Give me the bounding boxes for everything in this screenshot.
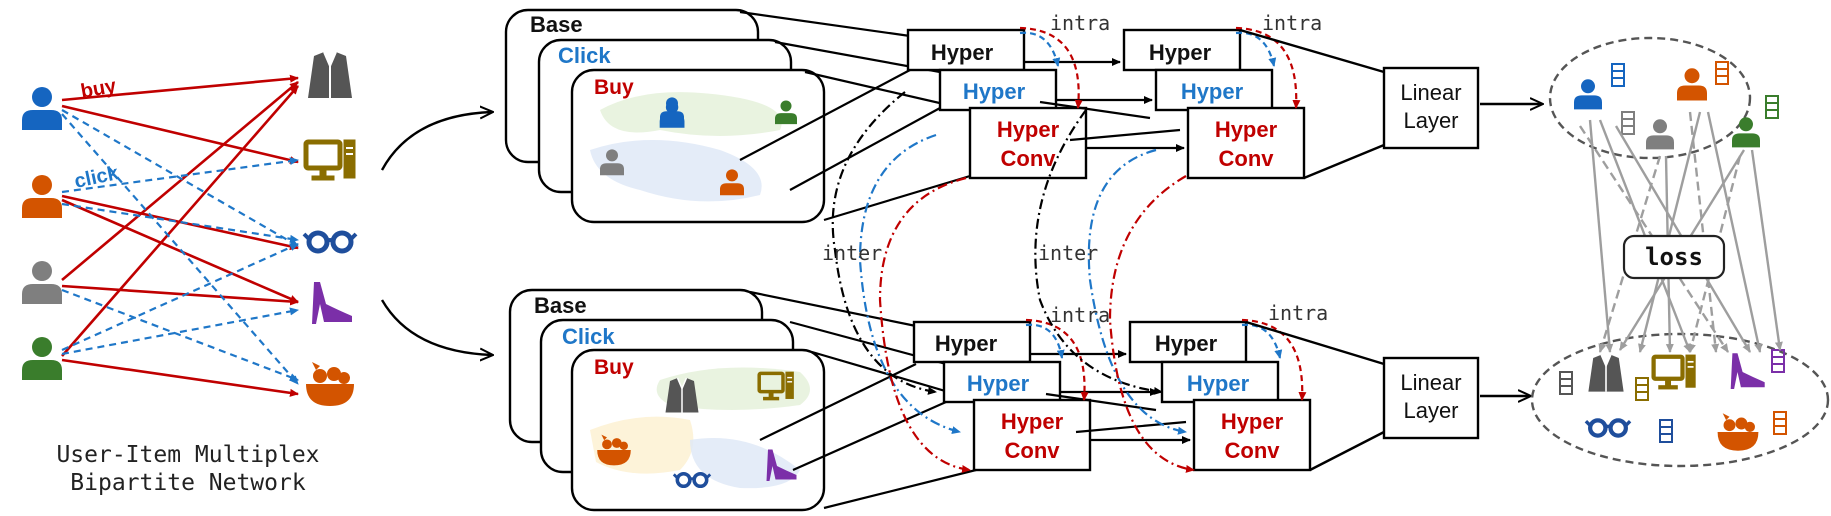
glasses-icon	[304, 233, 356, 251]
top-click-label: Click	[558, 43, 611, 68]
top-intra-label-1: intra	[1050, 11, 1110, 35]
bottom-linear-funnel	[1245, 320, 1385, 472]
bottom-l2-hyper-base	[1128, 320, 1248, 364]
top-l2-conv-line1: Hyper	[1215, 117, 1278, 142]
split-arrows	[380, 112, 492, 355]
top-l1-hyper-click-label: Hyper	[963, 79, 1026, 104]
computer-icon	[306, 140, 355, 180]
top-buy-label: Buy	[594, 76, 634, 99]
loss-label: loss	[1645, 243, 1703, 271]
bottom-behavior-stack: Base Click Buy	[508, 288, 826, 512]
top-l2-hyper-base-label: Hyper	[1149, 40, 1212, 65]
loss-connections	[1578, 111, 1783, 353]
bottom-layer1: Hyper Hyper Hyper Conv	[912, 320, 1092, 472]
emb-user-green-vector	[1765, 95, 1779, 119]
emb-item-glasses-vector	[1659, 419, 1673, 443]
network-caption-line2: Bipartite Network	[70, 470, 306, 496]
emb-user-gray-vector	[1621, 111, 1635, 135]
top-linear-layer	[1382, 66, 1480, 150]
bottom-l1-hyper-click-label: Hyper	[967, 371, 1030, 396]
bottom-click-label: Click	[562, 324, 615, 349]
bottom-l2-hyperconv-buy	[1192, 398, 1312, 472]
top-layer1: Hyper Hyper Hyper Conv	[906, 28, 1088, 180]
bottom-l1-hyperconv-buy	[972, 398, 1092, 472]
bottom-base-label: Base	[534, 293, 587, 318]
fruit-basket-icon	[306, 362, 354, 406]
emb-item-shoe-icon	[1730, 353, 1765, 389]
bottom-l1-conv-line2: Conv	[1005, 438, 1061, 463]
user-icon-orange	[22, 175, 62, 218]
emb-item-jacket-icon	[1587, 353, 1625, 393]
top-l1-hyperconv-buy	[968, 106, 1088, 180]
multiplex-network: buy click User-Item Multiplex Bipartite …	[22, 51, 356, 496]
bottom-l1-hyper-base-label: Hyper	[935, 331, 998, 356]
bottom-l1-hyper-base	[912, 320, 1032, 364]
bottom-layer-arrows	[1030, 350, 1191, 444]
user-icon-green	[22, 337, 62, 380]
bottom-intra-label-1: intra	[1050, 303, 1110, 327]
bottom-buy-label: Buy	[594, 356, 634, 379]
user-icon-blue	[22, 87, 62, 130]
emb-item-jacket-vector	[1559, 371, 1573, 395]
top-intra-arrows	[1019, 26, 1301, 109]
inter-channel-arrows	[831, 91, 1195, 473]
bottom-linear-line1: Linear	[1400, 370, 1461, 395]
top-linear-funnel	[1239, 28, 1385, 180]
top-l1-conv-line2: Conv	[1001, 146, 1057, 171]
item-embedding-ellipse	[1530, 332, 1830, 468]
network-caption-line1: User-Item Multiplex	[56, 442, 319, 468]
bottom-l1-hyper-click	[942, 360, 1062, 404]
bottom-l2-hyper-click-label: Hyper	[1187, 371, 1250, 396]
top-layer-arrows	[1024, 58, 1185, 152]
top-linear-line2: Layer	[1403, 108, 1458, 133]
bottom-l2-conv-line1: Hyper	[1221, 409, 1284, 434]
top-l2-conv-line2: Conv	[1219, 146, 1275, 171]
bottom-layer2: Hyper Hyper Hyper Conv	[1128, 320, 1312, 472]
top-behavior-stack: Base Click Buy	[450, 0, 826, 224]
top-intra-label-2: intra	[1262, 11, 1322, 35]
user-icon-gray	[22, 261, 62, 304]
click-edge-label: click	[72, 162, 121, 193]
bottom-intra-label-2: intra	[1268, 301, 1328, 325]
buy-edges	[61, 74, 299, 397]
bottom-linear-layer	[1382, 356, 1480, 440]
emb-item-glasses-icon	[1586, 420, 1630, 435]
top-l2-hyperconv-buy	[1186, 106, 1306, 180]
bottom-channel: Base Click Buy Hyper Hyper Hy	[508, 288, 1830, 512]
click-edges	[61, 109, 299, 385]
inter-label-1: inter	[822, 241, 882, 265]
top-channel: Base Click Buy Hyper Hyper	[450, 0, 1779, 224]
jacket-icon	[307, 51, 353, 99]
emb-user-blue-vector	[1611, 63, 1625, 87]
top-linear-line1: Linear	[1400, 80, 1461, 105]
loss-box	[1622, 234, 1726, 280]
emb-user-blue-icon	[1574, 79, 1602, 110]
emb-user-gray-icon	[1646, 119, 1674, 150]
bottom-intra-arrows	[1025, 318, 1307, 401]
emb-user-orange-vector	[1715, 61, 1729, 85]
top-layer2: Hyper Hyper Hyper Conv	[1122, 28, 1306, 180]
top-l1-conv-line1: Hyper	[997, 117, 1060, 142]
top-base-label: Base	[530, 12, 583, 37]
bottom-l2-hyper-click	[1160, 360, 1280, 404]
emb-item-fruit-icon	[1717, 413, 1759, 451]
bottom-l2-hyper-base-label: Hyper	[1155, 331, 1218, 356]
emb-item-computer-icon	[1654, 355, 1696, 389]
top-l1-hyper-base-label: Hyper	[931, 40, 994, 65]
bottom-l1-conv-line1: Hyper	[1001, 409, 1064, 434]
user-embedding-ellipse	[1548, 36, 1752, 160]
inter-label-2: inter	[1038, 241, 1098, 265]
shoe-icon	[312, 282, 352, 324]
bottom-l2-conv-line2: Conv	[1225, 438, 1281, 463]
emb-item-fruit-vector	[1773, 411, 1787, 435]
bottom-linear-line2: Layer	[1403, 398, 1458, 423]
buy-edge-label: buy	[79, 75, 119, 103]
emb-user-orange-icon	[1677, 68, 1707, 101]
emb-user-green-icon	[1732, 117, 1760, 148]
emb-item-computer-vector	[1635, 377, 1649, 401]
top-l2-hyper-click-label: Hyper	[1181, 79, 1244, 104]
